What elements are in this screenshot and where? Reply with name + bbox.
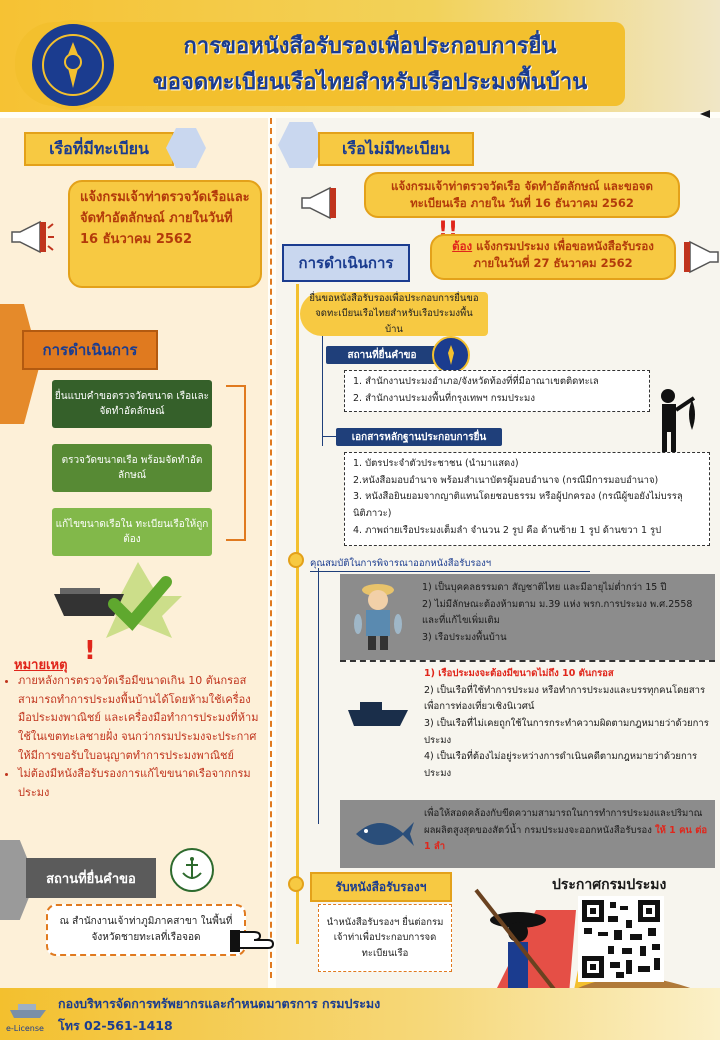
note-item: ไม่ต้องมีหนังสือรับรองการแก้ไขขนาดเรือจา… <box>18 765 264 802</box>
registered-boat-heading: เรือที่มีทะเบียน <box>24 132 174 166</box>
right-must-callout: ต้อง แจ้งกรมประมง เพื่อขอหนังสือรับรองภา… <box>430 234 676 280</box>
quota-highlight: ให้ 1 คน ต่อ 1 ลำ <box>424 824 708 853</box>
exclamation-icon: ! <box>84 636 96 666</box>
timeline-node <box>288 876 304 892</box>
place-label: สถานที่ยื่นคำขอ <box>326 346 438 364</box>
left-notice-callout: แจ้งกรมเจ้าท่าตรวจวัดเรือและจัดทำอัตลักษ… <box>68 180 262 288</box>
left-step-3: แก้ไขขนาดเรือใน ทะเบียนเรือให้ถูกต้อง <box>52 508 212 556</box>
document-item: 4. ภาพถ่ายเรือประมงเต็มลำ จำนวน 2 รูป คื… <box>353 524 662 536</box>
column-divider <box>270 118 272 978</box>
anchor-icon <box>182 857 202 879</box>
right-process-heading: การดำเนินการ <box>282 244 410 282</box>
qualification-item: 3) เรือประมงพื้นบ้าน <box>422 631 507 643</box>
footer-band <box>0 988 720 1040</box>
divider-line <box>340 660 715 662</box>
left-place-heading: สถานที่ยื่นคำขอ <box>26 858 156 898</box>
place-item: 2. สำนักงานประมงพื้นที่กรุงเทพฯ กรมประมง <box>353 392 535 404</box>
department-logo <box>28 20 118 110</box>
megaphone-icon <box>301 186 336 220</box>
pointing-hand-icon <box>230 930 275 952</box>
notes-list: ภายหลังการตรวจวัดเรือมีขนาดเกิน 10 ตันกร… <box>6 672 264 803</box>
qualifications-label: คุณสมบัติในการพิจารณาออกหนังสือรับรองฯ <box>310 556 590 572</box>
megaphone-icon <box>684 240 719 274</box>
footer-organization: กองบริหารจัดการทรัพยากรและกำหนดมาตรการ ก… <box>58 996 381 1011</box>
qualification-group-3: เพื่อให้สอดคล้องกับขีดความสามารถในการทำก… <box>424 806 712 856</box>
must-label: ต้อง <box>452 239 473 253</box>
department-logo <box>432 336 470 374</box>
left-process-heading: การดำเนินการ <box>22 330 158 370</box>
emblem-icon <box>448 345 454 365</box>
receive-heading: รับหนังสือรับรองฯ <box>310 872 452 902</box>
announcement-title: ประกาศกรมประมง <box>552 877 667 893</box>
document-item: 2.หนังสือมอบอำนาจ พร้อมสำเนาบัตรผู้มอบอำ… <box>353 474 659 486</box>
tuna-icon <box>356 822 414 846</box>
document-item: 1. บัตรประจำตัวประชาชน (นำมาแสดง) <box>353 458 519 469</box>
quota-text: เพื่อให้สอดคล้องกับขีดความสามารถในการทำก… <box>424 808 703 836</box>
timeline-line <box>296 284 299 944</box>
emblem-icon <box>42 34 104 96</box>
qualification-item: 2) ไม่มีลักษณะต้องห้ามตาม ม.39 แห่ง พรก.… <box>422 598 693 627</box>
tree-connector <box>318 568 319 824</box>
qualification-item: 1) เป็นบุคคลธรรมดา สัญชาติไทย และมีอายุไ… <box>422 582 667 593</box>
qualification-item: 2) เป็นเรือที่ใช้ทำการประมง หรือทำการประ… <box>424 684 706 713</box>
qualification-group-1: 1) เป็นบุคคลธรรมดา สัญชาติไทย และมีอายุไ… <box>422 580 712 647</box>
fisherman-illustration <box>661 389 696 452</box>
note-item: ภายหลังการตรวจวัดเรือมีขนาดเกิน 10 ตันกร… <box>18 672 264 765</box>
boat-icon <box>348 702 408 726</box>
page-title-line1: การขอหนังสือรับรองเพื่อประกอบการยื่น <box>183 33 557 59</box>
left-place-text: ณ สำนักงานเจ้าท่าภูมิภาคสาขา ในพื้นที่จั… <box>46 904 246 956</box>
submit-request-box: ยื่นขอหนังสือรับรองเพื่อประกอบการยื่นขอจ… <box>300 292 488 336</box>
tree-connector <box>322 436 336 437</box>
left-step-2: ตรวจวัดขนาดเรือ พร้อมจัดทำอัตลักษณ์ <box>52 444 212 492</box>
elicense-label: e-License <box>6 1024 44 1033</box>
elicense-logo-icon <box>10 1004 46 1018</box>
qualification-item-highlight: 1) เรือประมงจะต้องมีขนาดไม่ถึง 10 ตันกรอ… <box>424 668 614 679</box>
qualification-panel <box>340 574 715 660</box>
timeline-node <box>288 552 304 568</box>
receive-text: นำหนังสือรับรองฯ ยื่นต่อกรมเจ้าท่าเพื่อป… <box>318 904 452 972</box>
right-notice-callout: แจ้งกรมเจ้าท่าตรวจวัดเรือ จัดทำอัตลักษณ์… <box>364 172 680 218</box>
megaphone-icon <box>11 220 54 254</box>
documents-list: 1. บัตรประจำตัวประชาชน (นำมาแสดง) 2.หนัง… <box>344 452 710 546</box>
left-step-1: ยื่นแบบคำขอตรวจวัดขนาด เรือและจัดทำอัตลั… <box>52 380 212 428</box>
qualification-item: 4) เป็นเรือที่ต้องไม่อยู่ระหว่างการดำเนิ… <box>424 751 698 779</box>
page-title-line2: ขอจดทะเบียนเรือไทยสำหรับเรือประมงพื้นบ้า… <box>152 69 588 95</box>
qualification-item: 3) เป็นเรือที่ไม่เคยถูกใช้ในการกระทำความ… <box>424 717 709 746</box>
unregistered-boat-heading: เรือไม่มีทะเบียน <box>318 132 474 166</box>
documents-label: เอกสารหลักฐานประกอบการยื่น <box>336 428 502 446</box>
fisheries-notice: แจ้งกรมประมง เพื่อขอหนังสือรับรองภายในวั… <box>473 239 654 271</box>
fisherman-illustration <box>354 584 402 650</box>
qualification-group-2: 1) เรือประมงจะต้องมีขนาดไม่ถึง 10 ตันกรอ… <box>424 666 714 782</box>
place-list: 1. สำนักงานประมงอำเภอ/จังหวัดท้องที่ที่ม… <box>344 370 650 412</box>
document-item: 3. หนังสือยินยอมจากญาติแทนโดยชอบธรรม หรื… <box>353 491 683 519</box>
boat-check-illustration <box>54 562 182 638</box>
qr-code[interactable] <box>578 896 664 982</box>
note-title: หมายเหตุ <box>14 658 68 673</box>
tree-connector <box>322 336 323 446</box>
harbor-logo <box>170 848 214 892</box>
place-item: 1. สำนักงานประมงอำเภอ/จังหวัดท้องที่ที่ม… <box>353 376 599 387</box>
hexagon-decoration <box>166 128 206 168</box>
process-connector <box>226 385 246 541</box>
footer-phone: โทร 02-561-1418 <box>58 1018 173 1033</box>
